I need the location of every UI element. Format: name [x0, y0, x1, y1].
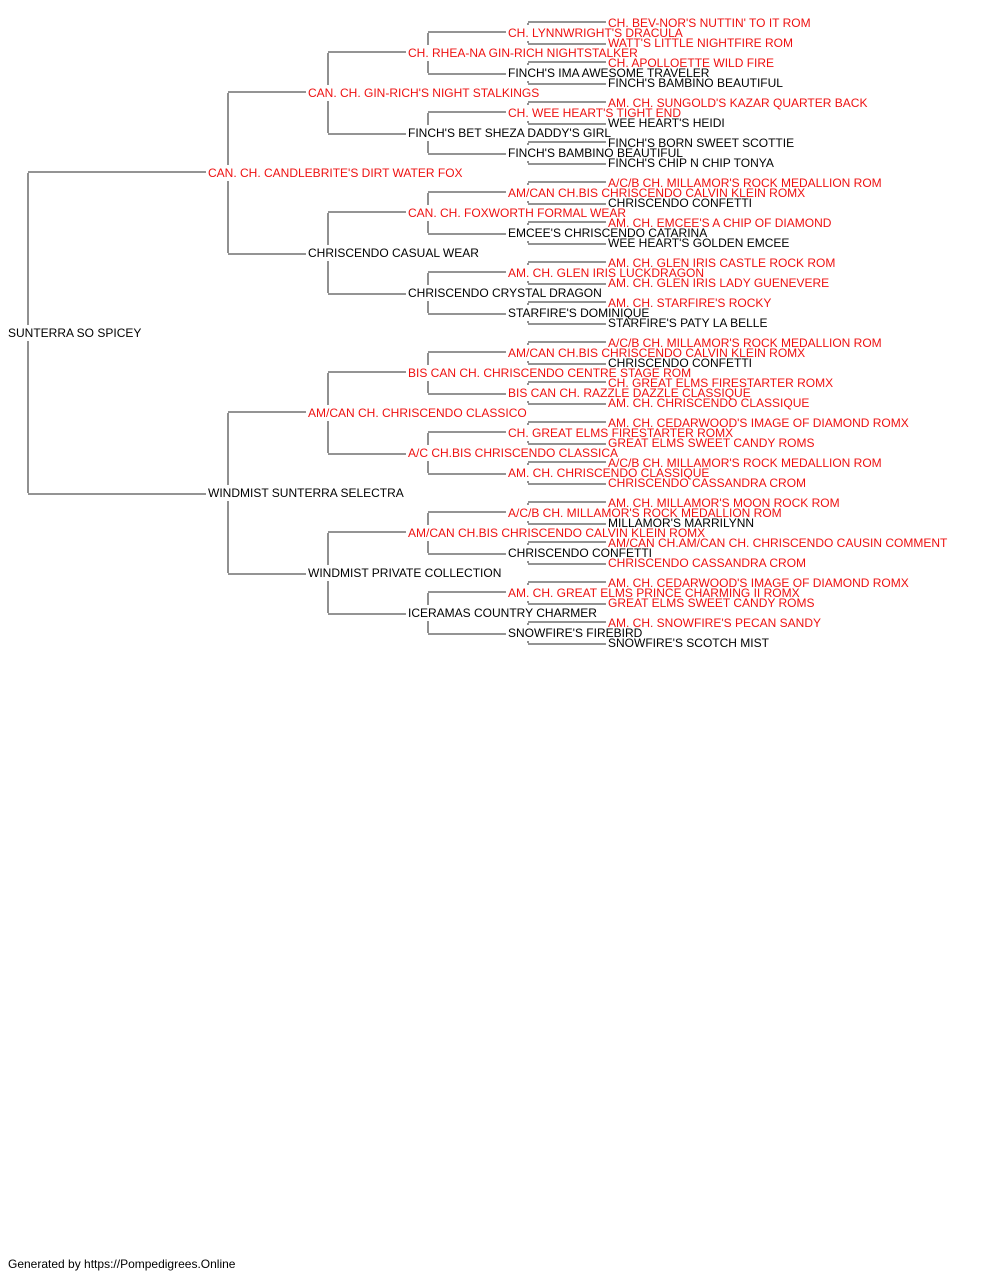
- dog-name-gen4: CH. LYNNWRIGHT'S DRACULA: [508, 26, 683, 40]
- dog-name-gen5: AM. CH. GLEN IRIS CASTLE ROCK ROM: [608, 256, 835, 270]
- dog-name-gen5: CH. BEV-NOR'S NUTTIN' TO IT ROM: [608, 16, 811, 30]
- dog-name-gen5: CHRISCENDO CASSANDRA CROM: [608, 476, 806, 490]
- dog-name-gen4: AM. CH. GREAT ELMS PRINCE CHARMING II RO…: [508, 586, 800, 600]
- dog-name-gen4: FINCH'S IMA AWESOME TRAVELER: [508, 66, 710, 80]
- dog-name-gen5: FINCH'S CHIP N CHIP TONYA: [608, 156, 774, 170]
- dog-name-gen5: A/C/B CH. MILLAMOR'S ROCK MEDALLION ROM: [608, 456, 882, 470]
- dog-name-gen5: CH. APOLLOETTE WILD FIRE: [608, 56, 774, 70]
- dog-name-gen3: AM/CAN CH.BIS CHRISCENDO CALVIN KLEIN RO…: [408, 526, 705, 540]
- dog-name-gen5: A/C/B CH. MILLAMOR'S ROCK MEDALLION ROM: [608, 336, 882, 350]
- dog-name-gen3: CAN. CH. FOXWORTH FORMAL WEAR: [408, 206, 626, 220]
- dog-name-gen4: BIS CAN CH. RAZZLE DAZZLE CLASSIQUE: [508, 386, 751, 400]
- dog-name-gen5: STARFIRE'S PATY LA BELLE: [608, 316, 767, 330]
- dog-name-gen5: AM. CH. GLEN IRIS LADY GUENEVERE: [608, 276, 829, 290]
- dog-name-gen0: SUNTERRA SO SPICEY: [8, 326, 141, 340]
- dog-name-gen5: MILLAMOR'S MARRILYNN: [608, 516, 754, 530]
- dog-name-gen5: AM. CH. STARFIRE'S ROCKY: [608, 296, 771, 310]
- dog-name-gen4: AM. CH. GLEN IRIS LUCKDRAGON: [508, 266, 704, 280]
- dog-name-gen5: GREAT ELMS SWEET CANDY ROMS: [608, 436, 814, 450]
- dog-name-gen4: EMCEE'S CHRISCENDO CATARINA: [508, 226, 707, 240]
- dog-name-gen3: BIS CAN CH. CHRISCENDO CENTRE STAGE ROM: [408, 366, 691, 380]
- dog-name-gen5: CHRISCENDO CONFETTI: [608, 356, 752, 370]
- dog-name-gen2: CHRISCENDO CASUAL WEAR: [308, 246, 479, 260]
- dog-name-gen5: AM/CAN CH.AM/CAN CH. CHRISCENDO CAUSIN C…: [608, 536, 948, 550]
- dog-name-gen1: CAN. CH. CANDLEBRITE'S DIRT WATER FOX: [208, 166, 463, 180]
- dog-name-gen3: ICERAMAS COUNTRY CHARMER: [408, 606, 597, 620]
- dog-name-gen5: AM. CH. CHRISCENDO CLASSIQUE: [608, 396, 809, 410]
- dog-name-gen4: AM. CH. CHRISCENDO CLASSIQUE: [508, 466, 709, 480]
- dog-name-gen5: CHRISCENDO CASSANDRA CROM: [608, 556, 806, 570]
- dog-name-gen4: FINCH'S BAMBINO BEAUTIFUL: [508, 146, 683, 160]
- dog-name-gen5: WATT'S LITTLE NIGHTFIRE ROM: [608, 36, 793, 50]
- dog-name-gen3: CH. RHEA-NA GIN-RICH NIGHTSTALKER: [408, 46, 638, 60]
- dog-name-gen4: CH. WEE HEART'S TIGHT END: [508, 106, 681, 120]
- dog-name-gen1: WINDMIST SUNTERRA SELECTRA: [208, 486, 404, 500]
- dog-name-gen4: SNOWFIRE'S FIREBIRD: [508, 626, 643, 640]
- dog-name-gen3: A/C CH.BIS CHRISCENDO CLASSICA: [408, 446, 618, 460]
- dog-name-gen2: AM/CAN CH. CHRISCENDO CLASSICO: [308, 406, 527, 420]
- dog-name-gen5: FINCH'S BAMBINO BEAUTIFUL: [608, 76, 783, 90]
- dog-name-gen5: WEE HEART'S HEIDI: [608, 116, 725, 130]
- dog-name-gen5: A/C/B CH. MILLAMOR'S ROCK MEDALLION ROM: [608, 176, 882, 190]
- dog-name-gen5: AM. CH. CEDARWOOD'S IMAGE OF DIAMOND ROM…: [608, 576, 909, 590]
- dog-name-gen5: AM. CH. SNOWFIRE'S PECAN SANDY: [608, 616, 821, 630]
- dog-name-gen5: AM. CH. MILLAMOR'S MOON ROCK ROM: [608, 496, 840, 510]
- dog-name-gen4: STARFIRE'S DOMINIQUE: [508, 306, 649, 320]
- dog-name-gen4: AM/CAN CH.BIS CHRISCENDO CALVIN KLEIN RO…: [508, 346, 805, 360]
- dog-name-gen4: CHRISCENDO CONFETTI: [508, 546, 652, 560]
- dog-name-gen5: FINCH'S BORN SWEET SCOTTIE: [608, 136, 794, 150]
- dog-name-gen2: WINDMIST PRIVATE COLLECTION: [308, 566, 501, 580]
- dog-name-gen5: AM. CH. CEDARWOOD'S IMAGE OF DIAMOND ROM…: [608, 416, 909, 430]
- dog-name-gen5: GREAT ELMS SWEET CANDY ROMS: [608, 596, 814, 610]
- dog-name-gen5: CHRISCENDO CONFETTI: [608, 196, 752, 210]
- dog-name-gen3: FINCH'S BET SHEZA DADDY'S GIRL: [408, 126, 611, 140]
- dog-name-gen5: AM. CH. SUNGOLD'S KAZAR QUARTER BACK: [608, 96, 867, 110]
- dog-name-gen5: CH. GREAT ELMS FIRESTARTER ROMX: [608, 376, 833, 390]
- dog-name-gen4: CH. GREAT ELMS FIRESTARTER ROMX: [508, 426, 733, 440]
- dog-name-gen4: A/C/B CH. MILLAMOR'S ROCK MEDALLION ROM: [508, 506, 782, 520]
- generated-by-footer: Generated by https://Pompedigrees.Online: [8, 1257, 236, 1271]
- dog-name-gen5: WEE HEART'S GOLDEN EMCEE: [608, 236, 789, 250]
- dog-name-gen2: CAN. CH. GIN-RICH'S NIGHT STALKINGS: [308, 86, 539, 100]
- dog-name-gen5: SNOWFIRE'S SCOTCH MIST: [608, 636, 770, 650]
- dog-name-gen5: AM. CH. EMCEE'S A CHIP OF DIAMOND: [608, 216, 832, 230]
- dog-name-gen4: AM/CAN CH.BIS CHRISCENDO CALVIN KLEIN RO…: [508, 186, 805, 200]
- dog-name-gen3: CHRISCENDO CRYSTAL DRAGON: [408, 286, 602, 300]
